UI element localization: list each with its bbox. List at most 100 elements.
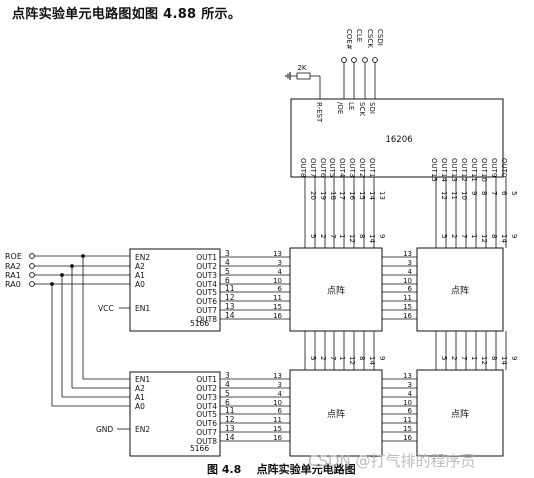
column-pin-number: 2 [450,356,458,360]
pin-number: 7 [490,191,498,195]
row-pin-number: 13 [403,250,412,258]
decoder-pin-number: 5 [225,267,230,276]
dot-matrix-label: 点阵 [451,408,469,420]
row-pin-number: 15 [273,303,282,311]
column-pin-number: 9 [510,356,518,360]
watermark: CSDN @打气排的程序员 [308,452,476,470]
decoder-input-label: A0 [135,402,145,411]
row-pin-number: 15 [403,425,412,433]
row-pin-number: 11 [403,294,412,302]
decoder-pin-number: 3 [225,249,230,258]
decoder-5166-top [129,248,221,332]
intro-text: 点阵实验单元电路图如图 4.88 所示。 [12,7,242,22]
column-pin-number: 12 [480,356,488,365]
column-pin-number: 8 [490,234,498,238]
input-signal-label: RA2 [5,262,21,271]
input-terminal [29,253,35,259]
chip-16206 [290,98,504,178]
decoder-pin-number: 13 [225,302,235,311]
input-signal-label: ROE [5,252,22,261]
chip-16206-output-label: OUT2 [358,158,366,177]
chip-16206-output-label: OUT6 [319,158,327,178]
decoder-output-label: OUT8 [196,315,217,324]
decoder-output-label: OUT1 [196,253,217,262]
dot-matrix-label: 点阵 [327,408,345,420]
column-pin-number: 2 [450,234,458,238]
pin-number: 14 [368,191,376,200]
chip-16206-output-label: OUT12 [460,158,468,182]
chip-16206-output-label: OUT14 [440,158,448,182]
column-pin-number: 7 [329,356,337,360]
pin-number: 16 [348,191,356,200]
column-pin-number: 8 [358,234,366,238]
column-pin-number: 7 [460,234,468,238]
decoder-output-label: OUT3 [196,271,217,280]
supply-label: GND [96,425,113,434]
decoder-pin-number: 11 [225,284,235,293]
column-pin-number: 1 [470,234,478,238]
decoder-pin-number: 4 [225,258,230,267]
decoder-pin-number: 6 [225,398,230,407]
column-pin-number: 9 [510,234,518,238]
column-pin-number: 12 [480,234,488,243]
decoder-pin-number: 4 [225,380,230,389]
figure-caption: 图 4.8 点阵实验单元电路图 [207,463,356,476]
chip-16206-output-label: OUT7 [309,158,317,177]
pin-number: 17 [338,191,346,200]
decoder-pin-number: 14 [225,311,235,320]
row-pin-number: 4 [278,390,283,398]
decoder-output-label: OUT6 [196,297,217,306]
row-pin-number: 10 [273,399,282,407]
pin-number: 8 [480,191,488,195]
decoder-output-label: OUT4 [196,402,217,411]
dot-matrix-module [289,247,383,332]
row-pin-number: 4 [408,390,413,398]
decoder-output-label: OUT5 [196,288,217,297]
decoder-output-label: OUT7 [196,306,217,315]
row-pin-number: 13 [273,372,282,380]
column-pin-number: 5 [440,234,448,238]
row-pin-number: 16 [403,434,412,442]
decoder-output-label: OUT1 [196,375,217,384]
pin-number: 19 [319,191,327,200]
column-pin-number: 5 [309,356,317,360]
decoder-input-label: A1 [135,393,145,402]
pin-number: 5 [510,191,518,195]
row-pin-number: 3 [278,381,282,389]
decoder-output-label: OUT2 [196,262,217,271]
row-pin-number: 4 [408,268,413,276]
chip-16206-output-label: OUT13 [450,158,458,182]
chip-16206-output-label: OUT15 [430,158,438,182]
column-pin-number: 14 [368,356,376,365]
pin-number: 18 [329,191,337,200]
chip-16206-output-label: OUT5 [328,158,336,177]
column-pin-number: 1 [338,234,346,238]
column-pin-number: 9 [378,356,386,360]
chip-16206-top-pin-label: CSDI [376,29,384,46]
column-pin-number: 2 [319,234,327,238]
chip-16206-top-pin-label: COE# [345,29,353,50]
chip-16206-inner-label: LE [347,102,355,110]
decoder-pin-number: 13 [225,424,235,433]
column-pin-number: 8 [490,356,498,360]
decoder-input-label: A0 [135,280,145,289]
input-signal-label: RA0 [5,280,21,289]
pin-number: 20 [309,191,317,200]
pin-number: 12 [440,191,448,200]
decoder-output-label: OUT7 [196,428,217,437]
decoder-pin-number: 14 [225,433,235,442]
dot-matrix-module [289,369,383,457]
decoder-label: 5166 [190,444,209,453]
decoder-input-label: A2 [135,262,145,271]
pin-number: 6 [500,191,508,196]
decoder-output-label: OUT8 [196,437,217,446]
decoder-input-label: A2 [135,384,145,393]
row-pin-number: 6 [278,407,283,415]
terminal-cle [351,57,357,63]
chip-16206-inner-label: R-EST [315,102,323,123]
chip-16206-inner-label: SDI [368,102,376,114]
input-signal-label: RA1 [5,271,21,280]
column-pin-number: 9 [378,234,386,238]
decoder-output-label: OUT3 [196,393,217,402]
column-pin-number: 14 [500,356,508,365]
